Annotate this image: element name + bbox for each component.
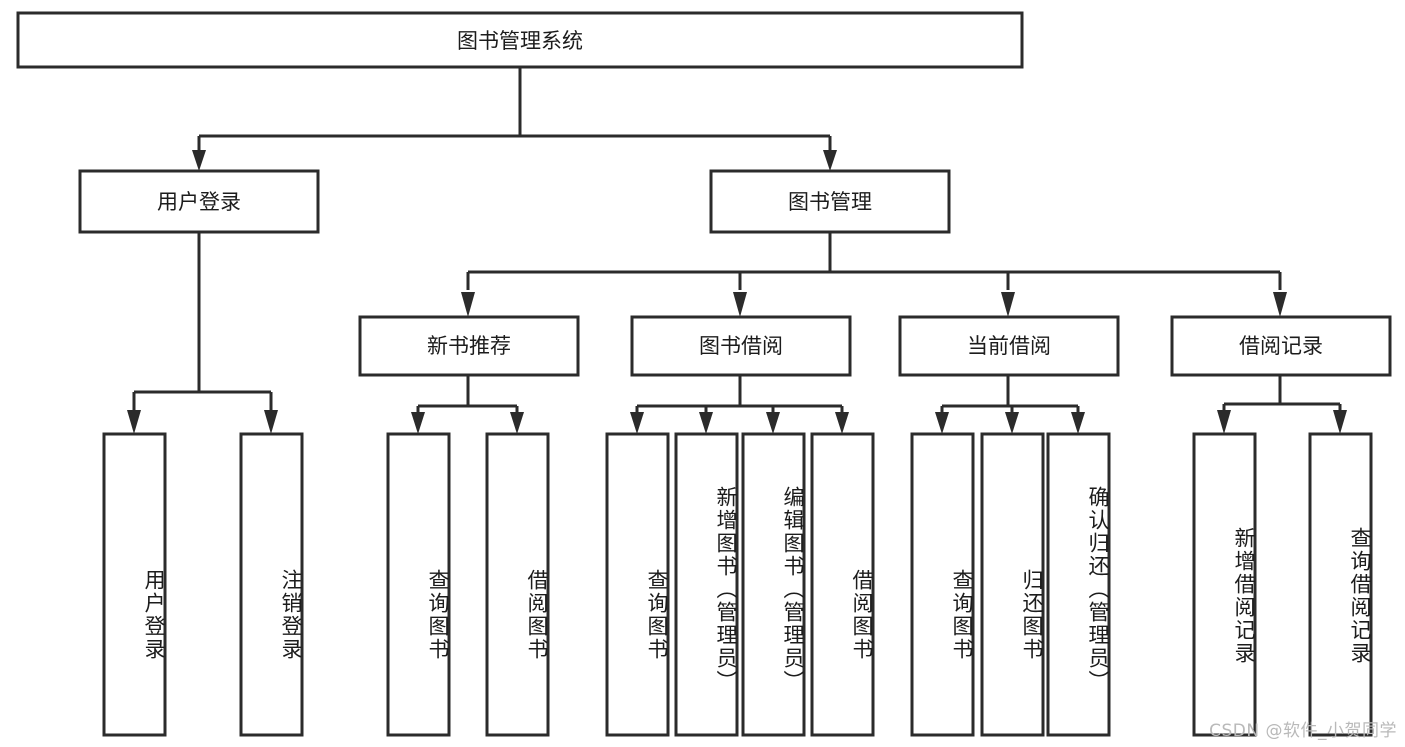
watermark: CSDN @软件_小贺同学 [1209,721,1397,741]
label-book-borrow: 图书借阅 [699,334,783,358]
arrow-current-borrow-leaf-1 [935,412,949,434]
arrow-to-new-book [461,292,475,317]
arrow-to-book-manage [823,150,837,171]
arrow-borrow-record-leaf-1 [1217,410,1231,434]
node-leaf-user-login-1[interactable] [239,432,304,737]
label-book-management: 图书管理 [788,190,872,214]
node-book-borrow[interactable] [630,315,852,377]
node-leaf-current-borrow-0[interactable] [910,432,975,737]
horizontal-label-layer: 图书管理系统 用户登录 图书管理 新书推荐 图书借阅 当前借阅 借阅记录 [157,29,1323,358]
node-user-login[interactable] [78,169,320,234]
node-layer [16,11,1392,737]
node-leaf-book-borrow-2[interactable] [741,432,806,737]
label-current-borrow: 当前借阅 [967,334,1051,358]
arrow-new-book-leaf-1 [411,412,425,434]
arrow-borrow-record-leaf-2 [1333,410,1347,434]
node-leaf-book-borrow-3[interactable] [810,432,875,737]
node-new-book-recommend[interactable] [358,315,580,377]
arrow-current-borrow-leaf-2 [1005,412,1019,434]
arrow-book-borrow-leaf-2 [699,412,713,434]
node-leaf-current-borrow-1[interactable] [980,432,1045,737]
arrow-current-borrow-leaf-3 [1071,412,1085,434]
arrow-book-borrow-leaf-4 [835,412,849,434]
node-leaf-user-login-0[interactable] [102,432,167,737]
node-current-borrow[interactable] [898,315,1120,377]
node-leaf-book-borrow-1[interactable] [674,432,739,737]
label-new-book-recommend: 新书推荐 [427,334,511,358]
node-leaf-new-book-0[interactable] [386,432,451,737]
arrow-user-login-leaf-1 [127,410,141,434]
arrow-to-current-borrow [1001,292,1015,317]
arrow-book-borrow-leaf-1 [630,412,644,434]
arrow-new-book-leaf-2 [510,412,524,434]
node-leaf-borrow-record-0[interactable] [1192,432,1257,737]
connector-layer [127,67,1347,434]
arrow-book-borrow-leaf-3 [766,412,780,434]
node-borrow-record[interactable] [1170,315,1392,377]
arrow-to-book-borrow [733,292,747,317]
label-borrow-record: 借阅记录 [1239,334,1323,358]
node-leaf-book-borrow-0[interactable] [605,432,670,737]
arrow-to-borrow-record [1273,292,1287,317]
label-user-login: 用户登录 [157,190,241,214]
node-book-management[interactable] [709,169,951,234]
node-leaf-borrow-record-1[interactable] [1308,432,1373,737]
node-root-book-management-system[interactable] [16,11,1024,69]
arrow-user-login-leaf-2 [264,410,278,434]
node-leaf-current-borrow-2[interactable] [1046,432,1111,737]
label-root: 图书管理系统 [457,29,583,53]
arrow-to-user-login [192,150,206,171]
node-leaf-new-book-1[interactable] [485,432,550,737]
